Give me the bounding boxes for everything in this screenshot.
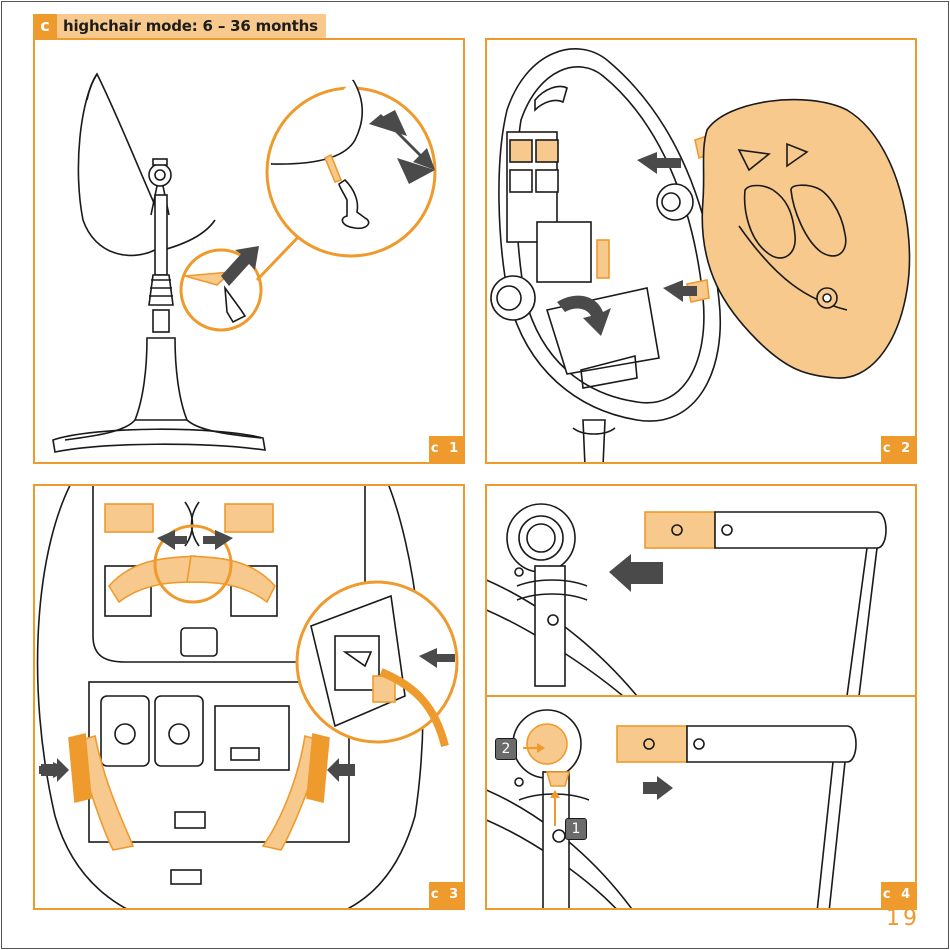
arrow-icon	[643, 776, 673, 800]
panel-c3: c 3	[33, 484, 465, 910]
section-letter: c	[33, 14, 57, 38]
section-title: highchair mode: 6 – 36 months	[57, 14, 326, 38]
arrow-icon	[609, 554, 663, 592]
panel-c2: c 2	[485, 38, 917, 464]
panel-c1: c 1	[33, 38, 465, 464]
page-number: 19	[886, 906, 920, 931]
panel-label: c 2	[881, 436, 915, 462]
panel-label: c 1	[429, 436, 463, 462]
seat-and-insert-illustration	[487, 40, 917, 464]
callout-badge-2: 2	[495, 738, 517, 760]
section-header: c highchair mode: 6 – 36 months	[33, 14, 326, 38]
callout-badge-1: 1	[565, 818, 587, 840]
panel-c4: 2 1 c 4	[485, 484, 917, 910]
panel-label: c 4	[881, 882, 915, 908]
harness-release-illustration	[35, 486, 465, 910]
panel-label: c 3	[429, 882, 463, 908]
footrest-removal-illustration	[487, 486, 917, 910]
highchair-detach-illustration	[35, 40, 465, 464]
